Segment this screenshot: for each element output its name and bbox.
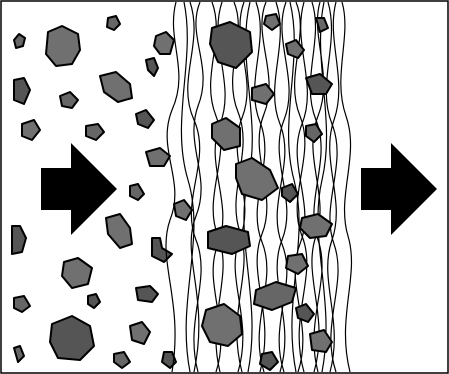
particle <box>259 351 279 371</box>
particle <box>105 213 133 249</box>
fiber <box>340 1 353 373</box>
particle <box>21 119 41 141</box>
particle <box>49 315 95 361</box>
particle <box>113 351 131 369</box>
particle <box>309 329 333 353</box>
particle <box>235 157 279 201</box>
particle <box>129 183 145 201</box>
fiber <box>187 1 202 373</box>
particle <box>61 257 93 289</box>
particle <box>135 109 155 129</box>
particle <box>13 345 25 363</box>
fiber <box>288 1 300 373</box>
particle <box>263 13 281 31</box>
particle <box>45 25 81 67</box>
particle <box>145 57 159 77</box>
flow-arrow-in <box>41 143 117 235</box>
fiber <box>165 1 180 373</box>
loose-particles <box>11 15 177 369</box>
fiber <box>294 1 308 373</box>
particle <box>211 117 241 151</box>
fiber <box>190 1 204 373</box>
particle <box>209 21 253 69</box>
trapped-particles <box>173 13 333 371</box>
particle <box>295 303 315 323</box>
particle <box>251 83 275 105</box>
particle <box>281 183 299 203</box>
particle <box>129 321 151 345</box>
particle <box>85 123 105 141</box>
fiber <box>180 1 195 373</box>
particle <box>285 253 309 275</box>
fibrous-filter-medium <box>165 1 353 373</box>
particle <box>201 303 243 347</box>
flow-arrow-out <box>361 143 437 235</box>
particle <box>145 147 171 167</box>
particle <box>299 213 333 239</box>
particle <box>173 199 193 221</box>
particle <box>135 285 159 303</box>
fiber <box>317 1 328 373</box>
particle <box>305 123 323 143</box>
particle <box>13 33 26 49</box>
particle <box>315 17 329 33</box>
fiber <box>327 1 340 373</box>
fiber <box>209 1 224 373</box>
particle <box>253 281 297 311</box>
particle <box>305 73 333 95</box>
particle <box>87 293 101 309</box>
particle <box>153 31 175 55</box>
fiber <box>309 1 323 373</box>
particle <box>13 295 31 313</box>
particle <box>99 71 133 103</box>
particle <box>13 77 31 105</box>
particle <box>207 225 251 255</box>
particle <box>285 39 305 59</box>
particle <box>11 225 27 255</box>
particle <box>59 91 79 109</box>
particle <box>106 15 121 31</box>
